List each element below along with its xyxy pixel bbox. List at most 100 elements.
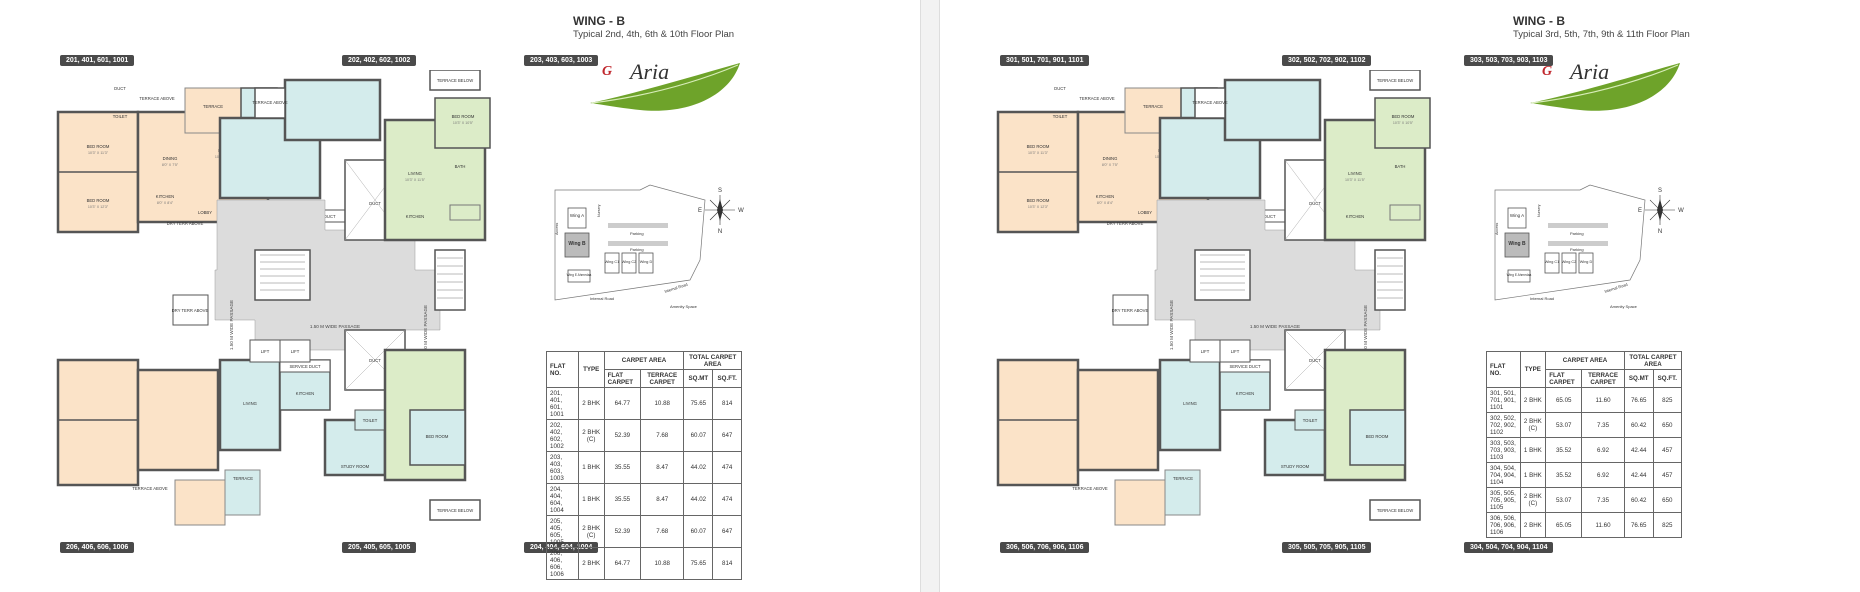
th-terrace-carpet: TERRACE CARPET (640, 369, 685, 388)
th-terrace-carpet: TERRACE CARPET (1581, 369, 1625, 388)
bedroom-bottom-right-label: BED ROOM (426, 434, 449, 439)
study-room-label: STUDY ROOM (1281, 464, 1310, 469)
duct-label-3: DUCT (369, 358, 381, 363)
table-cell: 2 BHK (C) (577, 515, 605, 548)
right-top-bedroom (434, 97, 491, 149)
table-cell: 647 (712, 419, 742, 452)
bedroom-1-label: BED ROOM (87, 144, 110, 149)
bath-label: BATH (1395, 164, 1406, 169)
bedroom-bottom-right-label: BED ROOM (1366, 434, 1389, 439)
dry-terr-label-2: DRY TERR ABOVE (1112, 308, 1149, 313)
aria-logo: G Aria (590, 59, 740, 111)
table-cell: 65.05 (1545, 512, 1583, 538)
table-cell: 203, 403, 603, 1003 (546, 451, 579, 484)
svg-text:N: N (1658, 229, 1662, 235)
toilet-label-2: TOILET (363, 418, 378, 423)
table-cell: 35.52 (1545, 462, 1583, 488)
table-cell: 2 BHK (1519, 387, 1547, 413)
table-cell: 52.39 (603, 515, 642, 548)
floor-plan-subtitle: Typical 2nd, 4th, 6th & 10th Floor Plan (573, 29, 735, 40)
table-cell: 474 (712, 483, 742, 516)
terrace-label-2: TERRACE (233, 476, 253, 481)
table-cell: 60.07 (683, 419, 714, 452)
passage-horizontal-label: 1.50 M WIDE PASSAGE (1250, 324, 1300, 329)
terrace-label-1: TERRACE (203, 104, 223, 109)
table-cell: 65.05 (1545, 387, 1583, 413)
site-amenity: Amenity Space (1610, 304, 1638, 309)
bedroom-1-dim: 10'3" X 11'3" (88, 151, 109, 155)
flat-label-bottom-left: 206, 406, 606, 1006 (60, 542, 135, 553)
dining-label: DINING (163, 156, 178, 161)
passage-vertical-label-1: 1.50 M WIDE PASSAGE (1169, 300, 1174, 350)
dining-dim: 8'0" X 7'5" (162, 163, 179, 167)
duct-label-2: DUCT (369, 201, 381, 206)
bedroom-2-label: BED ROOM (1027, 198, 1050, 203)
terrace-above-label-3: TERRACE ABOVE (132, 486, 168, 491)
site-parking-2: Parking (1570, 247, 1584, 252)
table-cell: 6.92 (1581, 437, 1625, 463)
bedroom-right-label: BED ROOM (452, 114, 475, 119)
table-cell: 205, 405, 605, 1005 (546, 515, 579, 548)
dining-dim: 8'0" X 7'5" (1102, 163, 1119, 167)
table-cell: 44.02 (683, 483, 714, 516)
living-right-label: LIVING (1348, 171, 1362, 176)
flat-label-top-left: 301, 501, 701, 901, 1101 (1000, 55, 1090, 66)
dry-terr-label-1: DRY TERR ABOVE (167, 221, 204, 226)
table-cell: 75.65 (683, 387, 714, 420)
site-wing-e: Wing E Ahmedaa (567, 273, 592, 277)
kitchen-dim: 8'0" X 8'4" (157, 201, 174, 205)
site-nursery: Nursery (597, 204, 601, 217)
table-cell: 474 (712, 451, 742, 484)
bottom-center-living (1158, 358, 1222, 452)
service-duct-label-2: SERVICE DUCT (289, 364, 321, 369)
site-parking-1: Parking (1570, 231, 1584, 236)
table-cell: 64.77 (603, 547, 642, 580)
flat-label-top-right: 203, 403, 603, 1003 (524, 55, 599, 66)
passage-vertical-label-1: 1.50 M WIDE PASSAGE (229, 300, 234, 350)
svg-text:Aria: Aria (628, 59, 669, 84)
living-bottom-label: LIVING (1183, 401, 1197, 406)
table-cell: 2 BHK (C) (1519, 412, 1547, 438)
table-cell: 650 (1652, 487, 1683, 513)
site-wing-a: Wing A (1510, 213, 1524, 218)
kitchen-right-label: KITCHEN (1346, 214, 1364, 219)
table-cell: 76.65 (1623, 387, 1654, 413)
table-cell: 647 (712, 515, 742, 548)
bedroom-right-dim: 10'3" X 10'5" (453, 121, 474, 125)
table-cell: 814 (712, 387, 742, 420)
bedroom-right-label: BED ROOM (1392, 114, 1415, 119)
table-cell: 304, 504, 704, 904, 1104 (1486, 462, 1521, 488)
staircase-top (1194, 249, 1251, 301)
table-cell: 206, 406, 606, 1006 (546, 547, 579, 580)
table-cell: 2 BHK (C) (577, 419, 605, 452)
table-cell: 53.07 (1545, 487, 1583, 513)
terrace-above-label-2: TERRACE ABOVE (252, 100, 288, 105)
th-flat-carpet: FLAT CARPET (1545, 369, 1583, 388)
table-cell: 7.68 (640, 419, 685, 452)
svg-text:S: S (718, 188, 722, 194)
table-cell: 6.92 (1581, 462, 1625, 488)
svg-text:S: S (1658, 188, 1662, 194)
center-top-bedroom (283, 78, 382, 142)
table-cell: 44.02 (683, 451, 714, 484)
toilet-label-2: TOILET (1303, 418, 1318, 423)
carpet-area-table: FLAT NO. TYPE CARPET AREA TOTAL CARPET A… (546, 351, 742, 580)
flat-label-bottom-center: 305, 505, 705, 905, 1105 (1282, 542, 1372, 553)
toilet-label-1: TOILET (113, 114, 128, 119)
table-cell: 2 BHK (C) (1519, 487, 1547, 513)
duct-label-3: DUCT (1309, 358, 1321, 363)
site-internal-road-1: Internal Road (590, 296, 614, 301)
table-cell: 2 BHK (1519, 512, 1547, 538)
toilet-label-1: TOILET (1053, 114, 1068, 119)
site-wing-a: Wing A (570, 213, 584, 218)
table-cell: 64.77 (603, 387, 642, 420)
table-cell: 1 BHK (577, 451, 605, 484)
bath-label: BATH (455, 164, 466, 169)
